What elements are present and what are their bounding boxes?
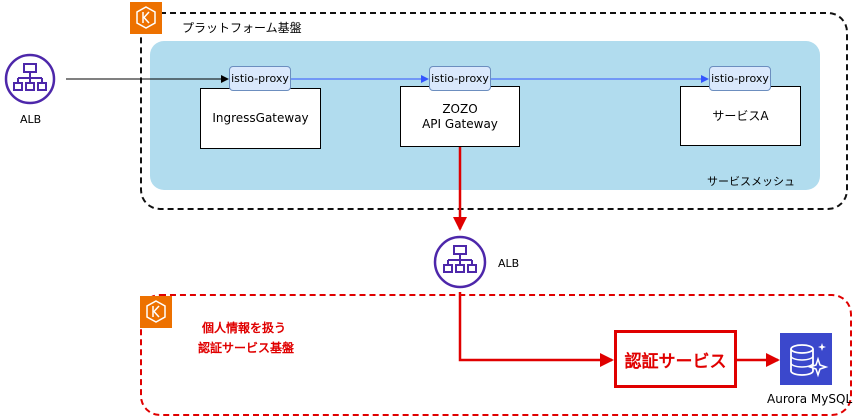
istio-proxy-service-a: istio-proxy xyxy=(709,66,771,91)
eks-icon xyxy=(140,296,172,328)
alb-middle-label: ALB xyxy=(498,257,520,270)
eks-icon xyxy=(130,2,162,34)
ingress-gateway-label: IngressGateway xyxy=(212,111,309,125)
alb-left-label: ALB xyxy=(20,113,42,126)
service-a-label: サービスA xyxy=(712,108,769,123)
load-balancer-icon xyxy=(4,53,56,105)
mesh-label: サービスメッシュ xyxy=(707,175,795,188)
platform-group xyxy=(140,12,848,210)
alb-left xyxy=(2,52,64,112)
aurora-label: Aurora MySQL xyxy=(767,392,853,406)
zozo-label: ZOZO xyxy=(442,101,478,116)
api-gateway-label: API Gateway xyxy=(422,116,498,131)
load-balancer-icon xyxy=(433,235,487,289)
alb-middle xyxy=(432,234,494,294)
auth-group-label-2: 認証サービス基盤 xyxy=(198,341,295,355)
ingress-gateway-box: IngressGateway xyxy=(200,88,321,149)
platform-title: プラットフォーム基盤 xyxy=(182,21,302,35)
auth-service-box: 認証サービス xyxy=(614,330,737,388)
aurora-icon xyxy=(780,333,832,385)
auth-group-label-1: 個人情報を扱う xyxy=(202,321,287,335)
auth-platform-group xyxy=(140,294,852,416)
auth-service-label: 認証サービス xyxy=(624,351,727,372)
istio-proxy-zozo: istio-proxy xyxy=(429,66,491,91)
istio-proxy-ingress: istio-proxy xyxy=(229,66,291,91)
arrow-alb-to-auth xyxy=(458,292,614,367)
